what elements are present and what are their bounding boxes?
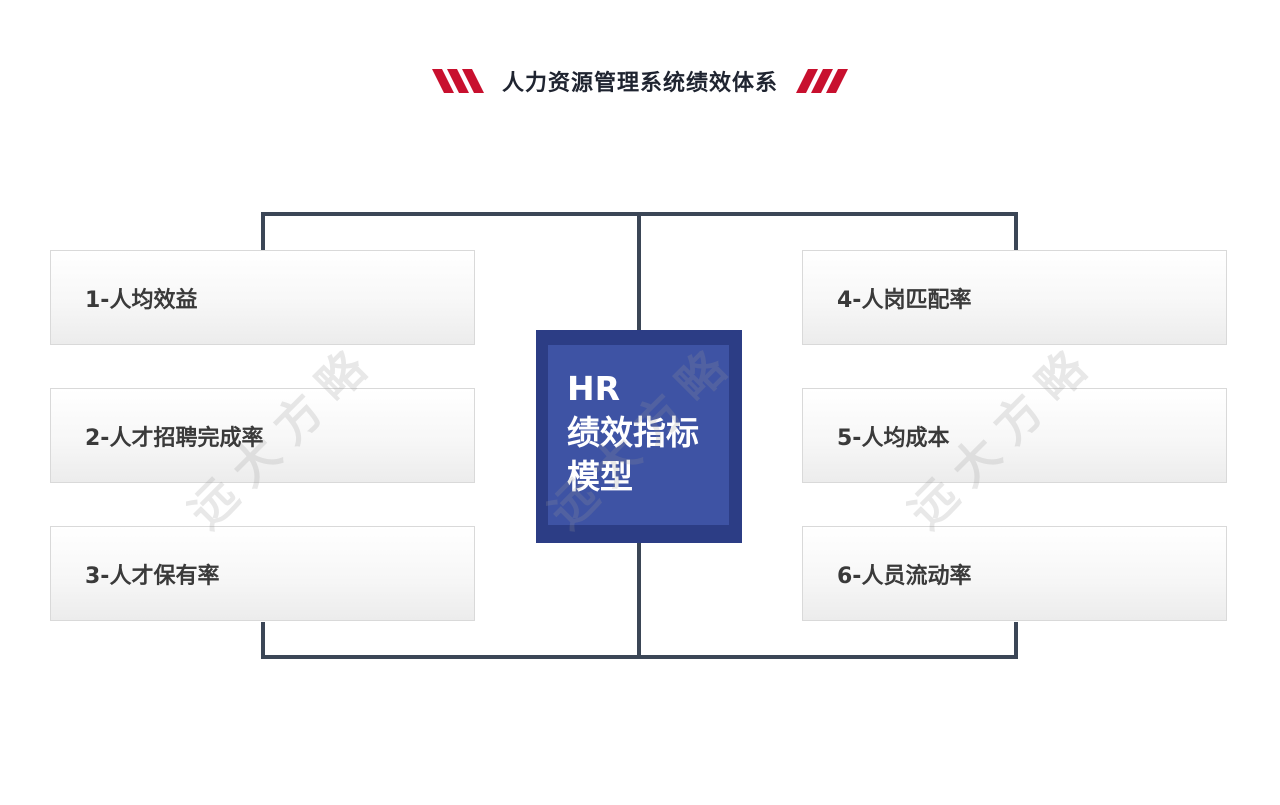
- center-line-3: 模型: [567, 457, 633, 496]
- metric-label-2: 2-人才招聘完成率: [85, 425, 264, 451]
- title-row: 人力资源管理系统绩效体系: [0, 62, 1280, 100]
- metric-label-5: 5-人均成本: [837, 425, 950, 451]
- metric-label-4: 4-人岗匹配率: [837, 287, 972, 313]
- page-title: 人力资源管理系统绩效体系: [501, 71, 778, 96]
- metric-label-3: 3-人才保有率: [85, 563, 220, 589]
- metric-box-1: 1-人均效益: [50, 250, 475, 345]
- metric-box-2: 2-人才招聘完成率: [50, 388, 475, 483]
- center-block: HR 绩效指标 模型: [536, 330, 742, 543]
- metric-box-4: 4-人岗匹配率: [802, 250, 1227, 345]
- metric-box-3: 3-人才保有率: [50, 526, 475, 621]
- right-stripes-icon: [796, 69, 848, 93]
- left-stripes-icon: [431, 69, 484, 93]
- metric-label-6: 6-人员流动率: [837, 563, 972, 589]
- center-line-2: 绩效指标: [567, 413, 699, 452]
- metric-box-5: 5-人均成本: [802, 388, 1227, 483]
- center-inner: HR 绩效指标 模型: [548, 345, 729, 525]
- metric-label-1: 1-人均效益: [85, 287, 198, 313]
- center-line-1: HR: [567, 369, 621, 408]
- metric-box-6: 6-人员流动率: [802, 526, 1227, 621]
